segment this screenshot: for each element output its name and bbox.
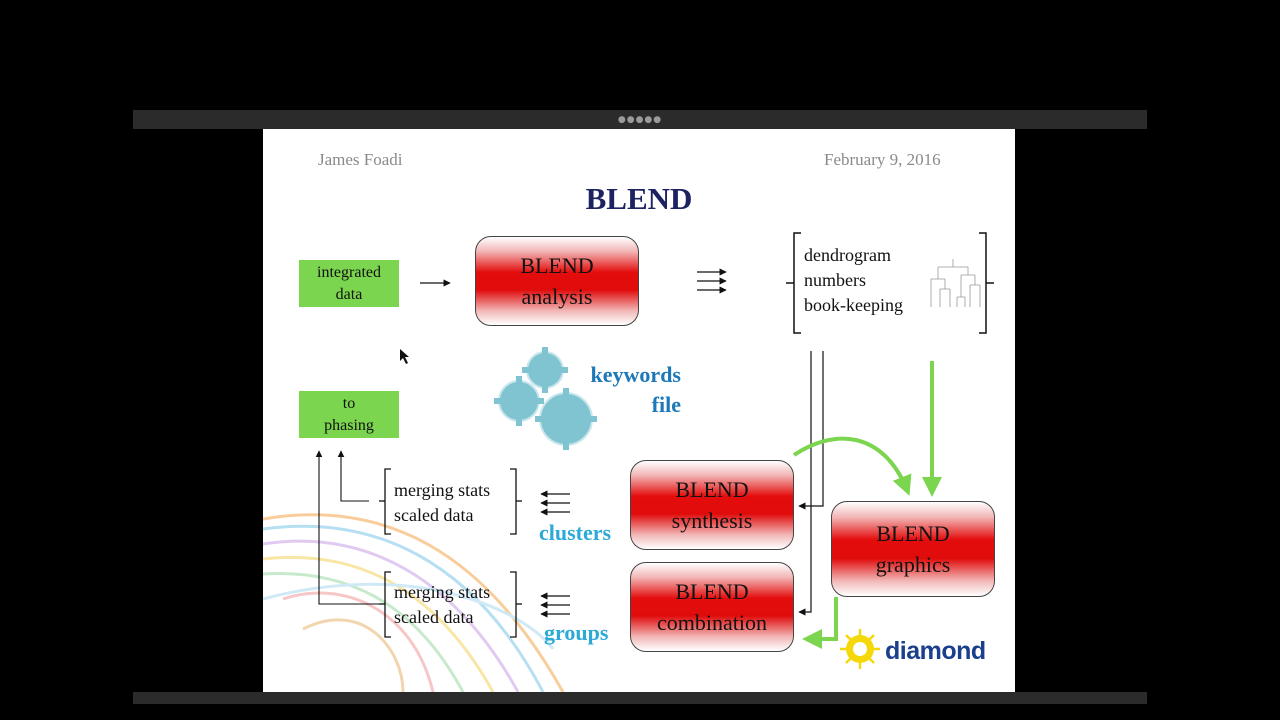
keywords-line1: keywords (590, 362, 681, 387)
combination-line1: BLEND (675, 579, 749, 604)
analysis-line2: analysis (521, 284, 593, 309)
blend-combination-box: BLEND combination (630, 562, 794, 652)
groups-label: groups (544, 620, 609, 645)
output-book-keeping: book-keeping (804, 295, 903, 315)
window-top-bar: ●●●●● (133, 110, 1147, 129)
green-curve-arrow (792, 436, 912, 496)
triple-arrow-to-outputs (697, 268, 727, 294)
green-arrow-to-combination (802, 597, 838, 649)
clusters-stats-bracket (379, 468, 522, 535)
groups-scaled-data: scaled data (394, 607, 474, 627)
graphics-line1: BLEND (876, 521, 950, 546)
integrated-line2: data (335, 285, 363, 303)
groups-merging-stats: merging stats (394, 582, 491, 602)
presentation-slide: James Foadi February 9, 2016 BLEND integ… (263, 129, 1015, 692)
blend-synthesis-box: BLEND synthesis (630, 460, 794, 550)
diamond-logo-text: diamond (885, 637, 986, 665)
clusters-stats-list: merging stats scaled data (394, 478, 490, 528)
blend-analysis-box: BLEND analysis (475, 236, 639, 326)
integrated-data-box: integrated data (299, 260, 399, 307)
keywords-file-label: keywords file (568, 360, 681, 420)
slide-date: February 9, 2016 (824, 150, 941, 169)
clusters-label: clusters (539, 520, 612, 545)
keywords-line2: file (651, 392, 681, 417)
diamond-logo-icon (840, 629, 880, 669)
integrated-line1: integrated (317, 263, 381, 281)
to-phasing-box: to phasing (299, 391, 399, 438)
graphics-line2: graphics (875, 552, 951, 577)
output-dendrogram: dendrogram (804, 245, 891, 265)
decorative-swirl (263, 513, 565, 692)
output-numbers: numbers (804, 270, 866, 290)
mouse-cursor-icon (400, 349, 409, 364)
clusters-scaled-data: scaled data (394, 505, 474, 525)
blend-graphics-box: BLEND graphics (831, 501, 995, 597)
diagram-graphics (263, 232, 994, 692)
connector-to-phasing (315, 450, 379, 605)
triple-arrow-groups (540, 592, 570, 618)
gears-icon (494, 347, 597, 450)
slide-title: BLEND (585, 181, 693, 216)
dendrogram-icon (930, 259, 981, 307)
connector-outputs-to-blend (798, 351, 824, 616)
phasing-line2: phasing (324, 416, 374, 434)
outputs-list: dendrogram numbers book-keeping (804, 243, 903, 318)
combination-line2: combination (657, 610, 767, 635)
groups-stats-list: merging stats scaled data (394, 580, 490, 630)
phasing-line1: to (342, 394, 356, 412)
drag-handle-icon[interactable]: ●●●●● (617, 115, 663, 125)
synthesis-line1: BLEND (675, 477, 749, 502)
analysis-line1: BLEND (520, 253, 594, 278)
clusters-merging-stats: merging stats (394, 480, 491, 500)
author-name: James Foadi (318, 150, 403, 169)
groups-stats-bracket (379, 571, 522, 638)
window-bottom-bar (133, 692, 1147, 704)
triple-arrow-clusters (540, 490, 570, 516)
synthesis-line2: synthesis (671, 508, 753, 533)
outputs-bracket (786, 232, 994, 334)
